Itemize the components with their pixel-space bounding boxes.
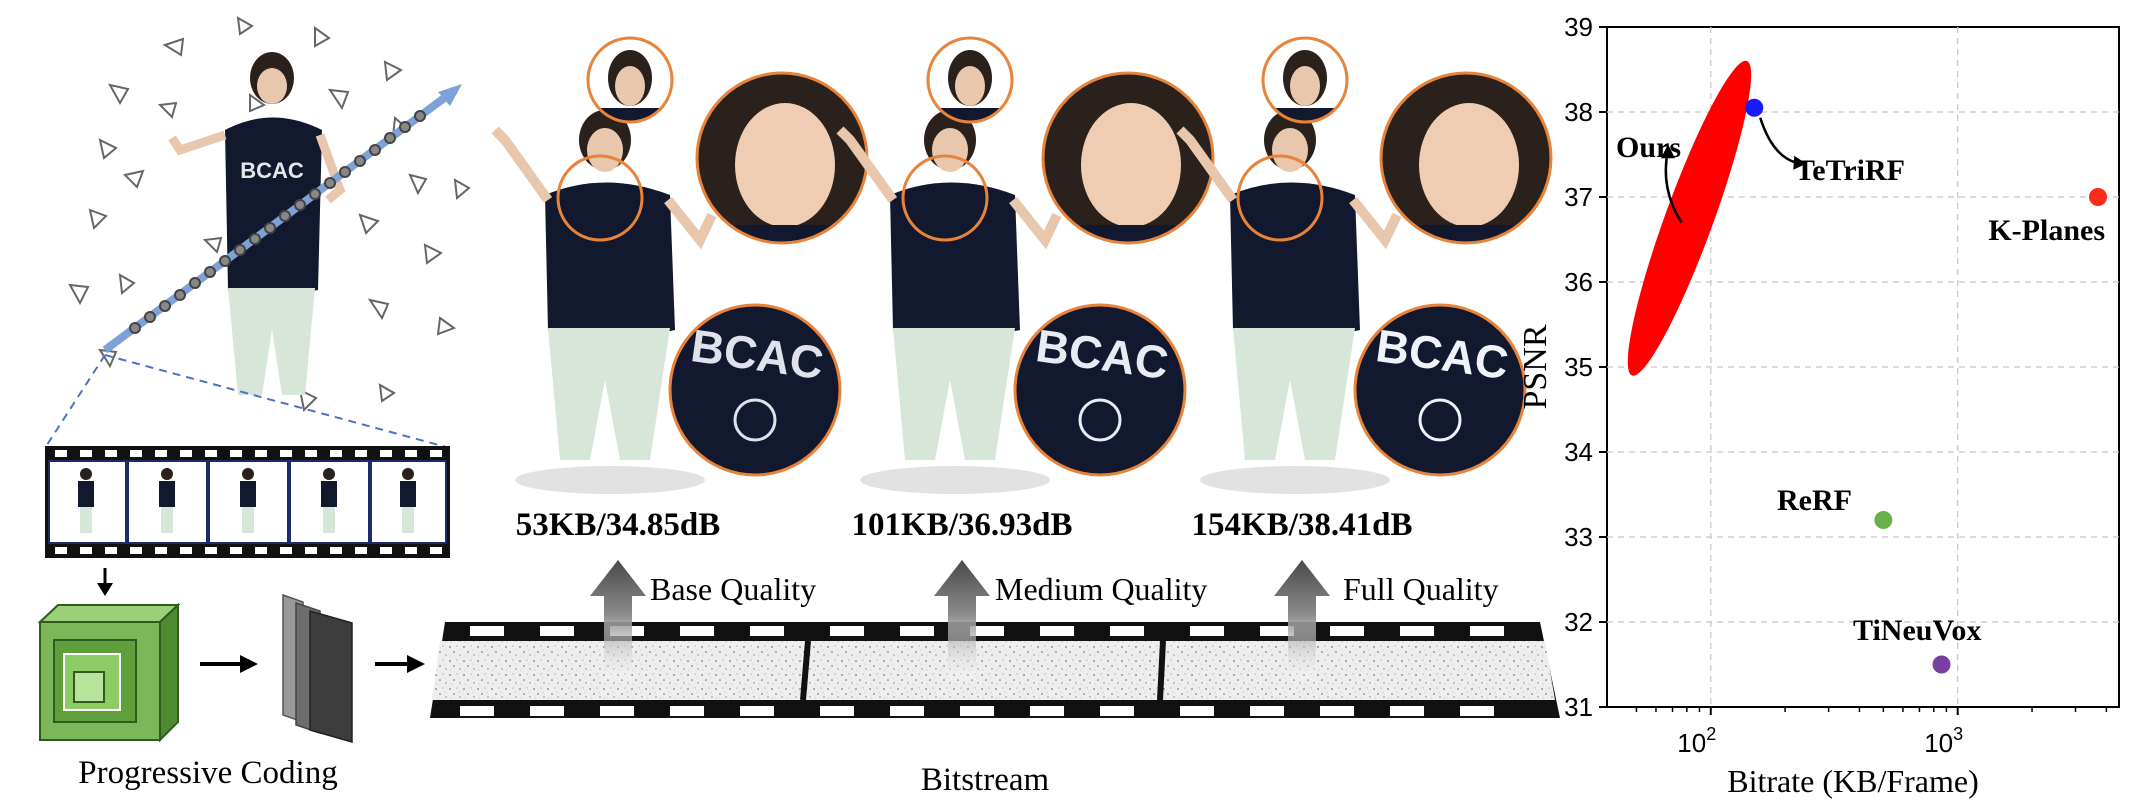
y-tick-label: 36 [1564, 267, 1593, 297]
y-axis-label: PSNR [1517, 324, 1554, 409]
label-tetrirf: TeTriRF [1795, 154, 1905, 187]
feature-planes-icon [282, 593, 353, 743]
label-tineuvox: TiNeuVox [1853, 614, 1981, 647]
ours-pointer-head [1661, 144, 1675, 159]
frame-figures [78, 468, 416, 533]
level-label-base: Base Quality [650, 571, 816, 607]
coding-cube-icon [37, 602, 181, 743]
trajectory-beads [129, 110, 426, 334]
y-tick-label: 33 [1564, 522, 1593, 552]
person-figure-capture: BCAC [168, 52, 346, 395]
zoom-circle-chest-base [556, 154, 644, 242]
level-stat-base: 53KB/34.85dB [516, 507, 720, 543]
y-ticks: 31 32 33 34 35 36 37 38 39 [1564, 12, 1607, 722]
coding-label: Progressive Coding [78, 755, 337, 791]
level-stat-full: 154KB/38.41dB [1192, 507, 1413, 543]
tetrirf-pointer-head [1793, 155, 1807, 170]
point-rerf [1874, 511, 1893, 529]
zoom-circle-head-medium [926, 36, 1014, 124]
quality-arrows [590, 560, 1330, 680]
y-tick-label: 32 [1564, 607, 1593, 637]
zoom-face-full [1379, 71, 1553, 245]
label-rerf: ReRF [1777, 484, 1852, 517]
rendered-figure-base [491, 110, 717, 494]
label-k-planes: K-Planes [1988, 214, 2105, 247]
render-results: BCAC BCAC [491, 36, 1553, 494]
rendered-figure-medium [836, 110, 1062, 494]
level-label-full: Full Quality [1343, 571, 1499, 607]
y-tick-label: 38 [1564, 97, 1593, 127]
y-tick-label: 31 [1564, 692, 1593, 722]
zoom-shirt-base: BCAC [668, 303, 842, 477]
x-ticks: 102 103 [1635, 707, 2108, 758]
zoom-face-medium [1041, 71, 1215, 245]
x-tick-label: 102 [1677, 724, 1716, 758]
level-label-medium: Medium Quality [995, 571, 1207, 607]
x-axis-label: Bitrate (KB/Frame) [1727, 763, 1978, 799]
label-ours: Ours [1616, 131, 1681, 164]
zoom-shirt-full: BCAC [1353, 303, 1527, 477]
rendered-figure-full [1176, 110, 1402, 494]
y-tick-label: 35 [1564, 352, 1593, 382]
zoom-circle-chest-medium [901, 154, 989, 242]
zoom-circle-head-base [586, 36, 674, 124]
trajectory-arrowhead [438, 84, 462, 106]
point-tineuvox [1932, 655, 1951, 674]
bitstream-label: Bitstream [921, 762, 1050, 798]
y-tick-label: 37 [1564, 182, 1593, 212]
point-tetrirf [1745, 98, 1764, 117]
level-stat-medium: 101KB/36.93dB [852, 507, 1073, 543]
zoom-circle-head-full [1261, 36, 1349, 124]
zoom-shirt-medium: BCAC [1013, 303, 1187, 477]
tetrirf-pointer [1759, 117, 1797, 164]
capture-scene: BCAC [44, 16, 471, 449]
x-tick-label: 103 [1924, 724, 1963, 758]
input-filmstrip [45, 446, 450, 558]
zoom-face-base [695, 71, 869, 245]
bitstream-film [430, 622, 1560, 718]
point-k-planes [2089, 188, 2108, 206]
y-tick-label: 39 [1564, 12, 1593, 42]
shirt-text: BCAC [240, 158, 304, 183]
camera-icons [68, 16, 471, 413]
zoom-circle-chest-full [1236, 154, 1324, 242]
y-tick-label: 34 [1564, 437, 1593, 467]
ours-region [1627, 60, 1752, 376]
